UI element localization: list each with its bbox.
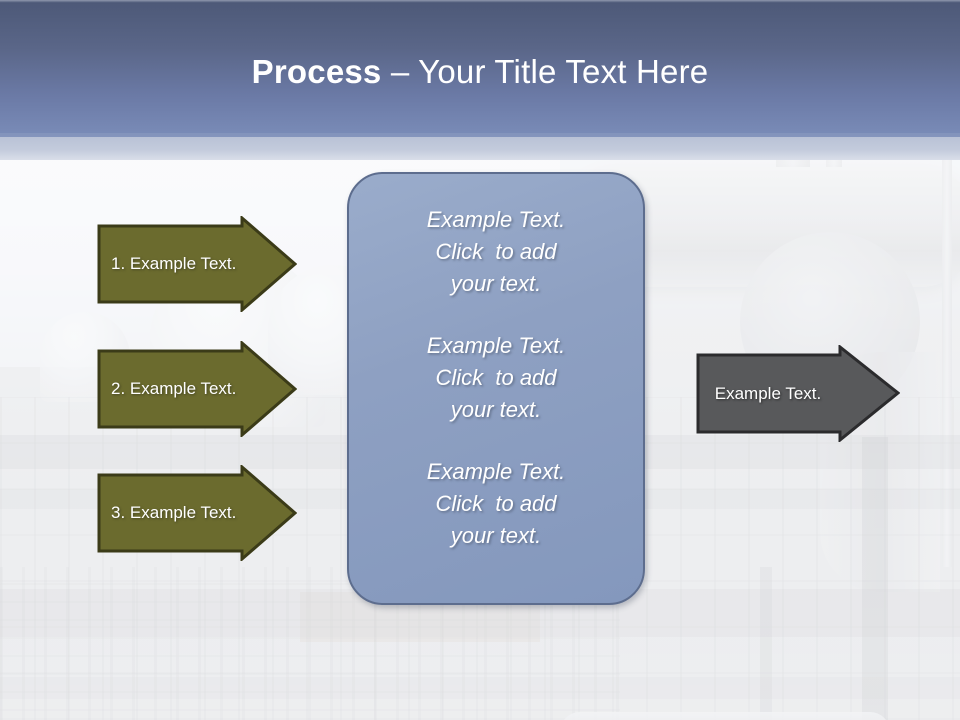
title-bar <box>0 0 960 137</box>
panel-paragraph-3: Example Text. Click to add your text. <box>349 456 643 552</box>
page-title-rest: – Your Title Text Here <box>381 53 709 90</box>
step-arrow-3[interactable]: 3. Example Text. <box>97 465 297 561</box>
panel-line: Click to add <box>435 491 557 516</box>
result-arrow[interactable]: Example Text. <box>696 345 900 442</box>
title-underband <box>0 137 960 160</box>
center-text-panel[interactable]: Example Text. Click to add your text. Ex… <box>347 172 645 605</box>
step-arrow-2-label: 2. Example Text. <box>111 379 237 398</box>
result-arrow-label: Example Text. <box>714 383 822 403</box>
page-title-strong: Process <box>251 53 382 90</box>
step-arrow-3-label: 3. Example Text. <box>111 503 237 522</box>
panel-line: your text. <box>450 397 542 422</box>
step-arrow-1[interactable]: 1. Example Text. <box>97 216 297 312</box>
panel-line: Example Text. <box>426 459 566 484</box>
panel-line: Click to add <box>435 365 557 390</box>
right-arrow-icon <box>97 465 297 561</box>
step-arrow-1-label: 1. Example Text. <box>111 254 237 273</box>
panel-line: Example Text. <box>426 333 566 358</box>
panel-line: your text. <box>450 271 542 296</box>
panel-line: Click to add <box>435 239 557 264</box>
panel-paragraph-2: Example Text. Click to add your text. <box>349 330 643 426</box>
panel-paragraph-1: Example Text. Click to add your text. <box>349 204 643 300</box>
step-arrow-2[interactable]: 2. Example Text. <box>97 341 297 437</box>
panel-line: your text. <box>450 523 542 548</box>
title-bar-edge <box>0 133 960 137</box>
panel-line: Example Text. <box>426 207 566 232</box>
right-arrow-icon <box>97 216 297 312</box>
page-title: Process – Your Title Text Here <box>0 52 960 92</box>
right-arrow-icon <box>696 345 900 442</box>
right-arrow-icon <box>97 341 297 437</box>
